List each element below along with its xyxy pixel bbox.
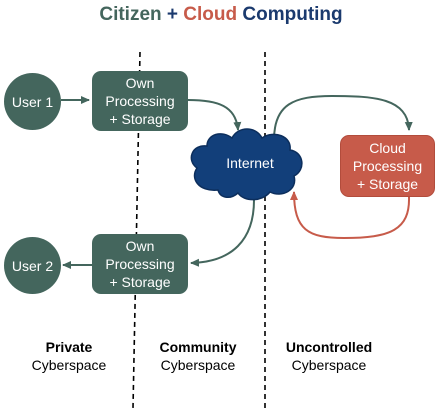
zone-uncontrolled-title: Uncontrolled	[285, 339, 373, 355]
zone-private: Private Cyberspace	[9, 338, 129, 374]
zone-private-subtitle: Cyberspace	[31, 357, 107, 373]
own-bottom-line-1: Own	[125, 238, 155, 254]
own-processing-storage-top: Own Processing + Storage	[92, 71, 188, 131]
user-1-label: User 1	[11, 93, 54, 110]
title-citizen: Citizen	[99, 4, 162, 25]
zone-uncontrolled-subtitle: Cyberspace	[291, 357, 367, 373]
arrow-own-to-internet	[187, 99, 242, 131]
own-processing-storage-bottom: Own Processing + Storage	[92, 234, 188, 294]
own-bottom-line-2: Processing	[105, 256, 175, 272]
internet-label: Internet	[226, 155, 274, 171]
cloud-line-3: + Storage	[356, 176, 419, 192]
own-top-line-2: Processing	[105, 93, 175, 109]
own-bottom-line-3: + Storage	[109, 274, 171, 290]
zone-community: Community Cyberspace	[138, 338, 258, 374]
zone-uncontrolled: Uncontrolled Cyberspace	[269, 338, 389, 374]
own-top-line-1: Own	[125, 75, 155, 91]
arrow-internet-to-own-bottom	[190, 199, 255, 267]
title-plus: +	[161, 4, 184, 25]
user-2-label: User 2	[11, 257, 54, 274]
title-cloud: Cloud	[183, 4, 238, 25]
own-top-line-3: + Storage	[109, 111, 171, 127]
user-1-node: User 1	[4, 73, 61, 130]
cloud-processing-storage: Cloud Processing + Storage	[340, 135, 435, 197]
arrow-cloud-to-internet	[290, 191, 411, 240]
cloud-line-2: Processing	[352, 158, 423, 174]
arrow-internet-to-cloud	[273, 94, 413, 141]
zone-community-subtitle: Cyberspace	[160, 357, 236, 373]
title-computing: Computing	[237, 4, 343, 25]
zone-community-title: Community	[159, 339, 237, 355]
cloud-line-1: Cloud	[369, 140, 406, 156]
internet-cloud	[190, 128, 303, 201]
user-2-node: User 2	[4, 237, 61, 294]
diagram-title: Citizen + Cloud Computing	[0, 4, 442, 26]
zone-private-title: Private	[45, 339, 93, 355]
